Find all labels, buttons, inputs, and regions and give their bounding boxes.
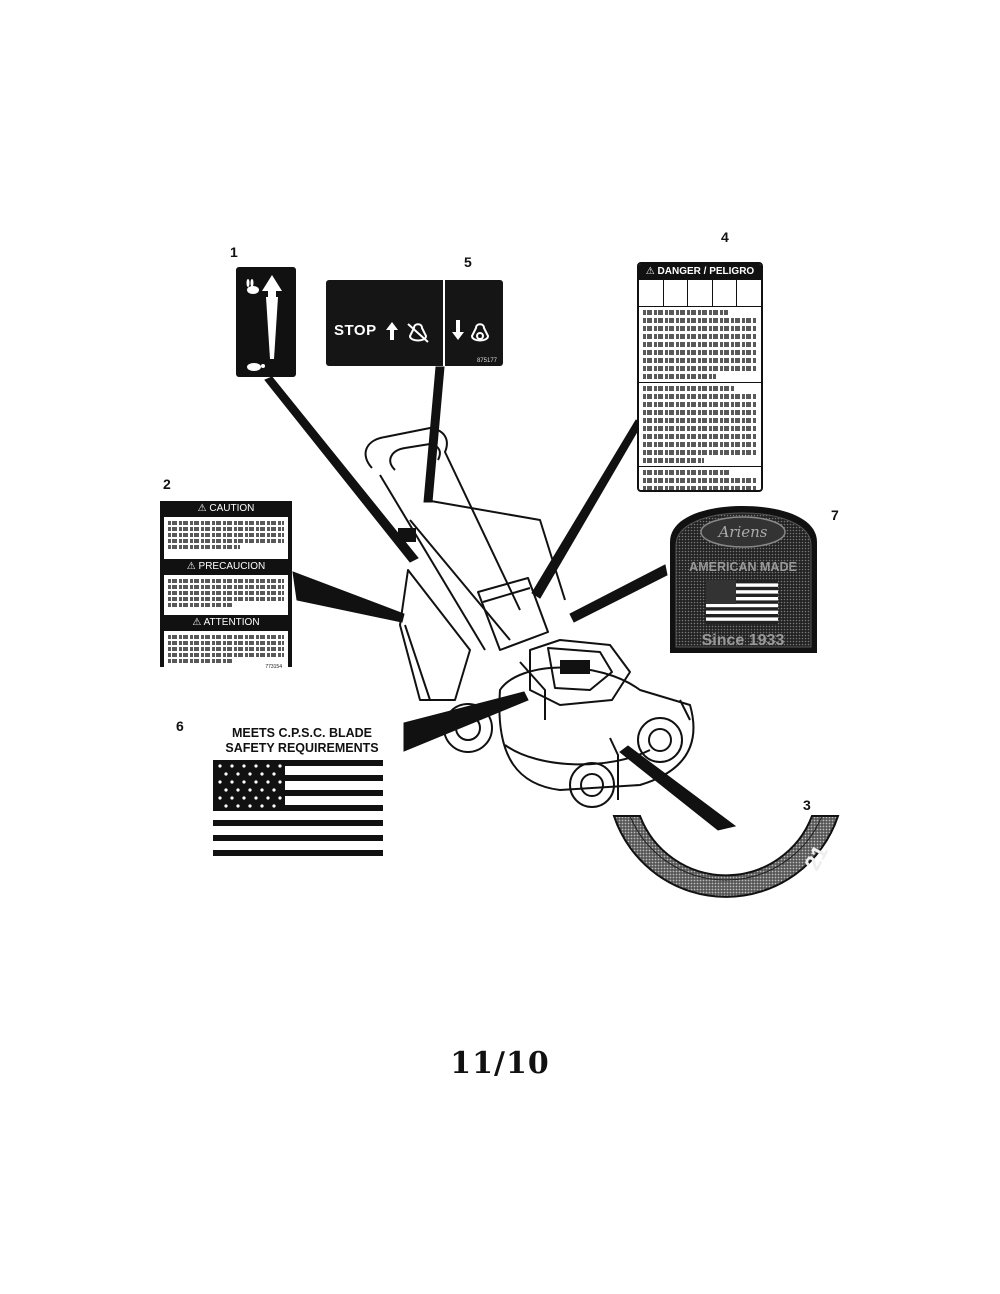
blade-hand-icon: [713, 280, 738, 306]
leader-line-1: [264, 376, 419, 563]
leader-line-4: [531, 419, 642, 599]
caution-decal: ⚠ CAUTION ⚠ PRECAUCION ⚠ ATTENTION 77315…: [160, 501, 292, 675]
danger-heading: ⚠ DANGER / PELIGRO: [639, 264, 761, 280]
decal-2-part-code: 773154: [265, 664, 282, 670]
callout-3: 3: [803, 797, 811, 813]
cpsc-line-1: MEETS C.P.S.C. BLADE: [231, 726, 373, 740]
speed-control-decal: [236, 267, 296, 377]
slope-icon: [737, 280, 761, 306]
callout-6: 6: [176, 718, 184, 734]
us-flag-icon: [706, 580, 778, 624]
bystander-icon: [664, 280, 689, 306]
danger-text-block-spanish: [639, 466, 761, 490]
thrown-object-icon: [688, 280, 713, 306]
american-made-text: AMERICAN MADE: [689, 560, 797, 574]
american-made-badge: Ariens AMERICAN MADE Since 1933: [666, 502, 821, 657]
page-date: 11/10: [450, 1046, 550, 1081]
callout-4: 4: [721, 229, 729, 245]
precaucion-heading: ⚠ PRECAUCION: [186, 561, 266, 572]
engine-top: [560, 660, 590, 674]
arrow-down-icon: [452, 320, 464, 340]
warning-triangle-icon: ⚠: [186, 561, 199, 572]
leader-line-6: [403, 691, 529, 752]
callout-2: 2: [163, 476, 171, 492]
danger-peligro-decal: ⚠ DANGER / PELIGRO: [637, 262, 763, 492]
leader-line-7: [569, 564, 668, 623]
choke-on-icon: [470, 323, 490, 342]
precaucion-text: [164, 575, 288, 615]
handle-control-box: [398, 528, 416, 542]
warning-triangle-icon: ⚠: [197, 503, 210, 514]
arc-size-decal: 21: [612, 815, 840, 898]
arrow-up-icon: [386, 322, 398, 340]
cpsc-blade-decal: MEETS C.P.S.C. BLADE SAFETY REQUIREMENTS: [201, 716, 403, 870]
turtle-icon: [247, 363, 265, 371]
callout-5: 5: [464, 254, 472, 270]
rabbit-icon: [246, 279, 259, 294]
warning-triangle-icon: ⚠: [645, 266, 658, 277]
danger-text-block-english: [639, 310, 761, 379]
caution-text: [164, 517, 288, 559]
leader-line-3: [619, 745, 737, 831]
leader-line-2: [292, 571, 405, 623]
stop-label: STOP: [334, 322, 377, 339]
since-1933-text: Since 1933: [702, 632, 785, 649]
us-flag-icon: [213, 760, 383, 856]
callout-7: 7: [831, 507, 839, 523]
caution-heading: ⚠ CAUTION: [197, 503, 255, 514]
arrow-up-icon: [262, 275, 282, 359]
brand-oval: [700, 516, 786, 548]
danger-text-block-french: [639, 382, 761, 463]
cpsc-line-2: SAFETY REQUIREMENTS: [225, 741, 379, 755]
choke-off-icon: [407, 323, 429, 343]
brand-name: Ariens: [716, 523, 767, 541]
callout-1: 1: [230, 244, 238, 260]
leader-line-5: [423, 366, 445, 503]
decal-5-part-code: 875177: [476, 358, 497, 364]
attention-heading: ⚠ ATTENTION: [192, 617, 260, 628]
danger-pictogram-row: [639, 280, 761, 307]
attention-text: 773154: [164, 631, 288, 675]
stop-choke-decal: STOP 875177: [326, 280, 503, 366]
warning-triangle-icon: ⚠: [192, 617, 204, 628]
manual-icon: [639, 280, 664, 306]
